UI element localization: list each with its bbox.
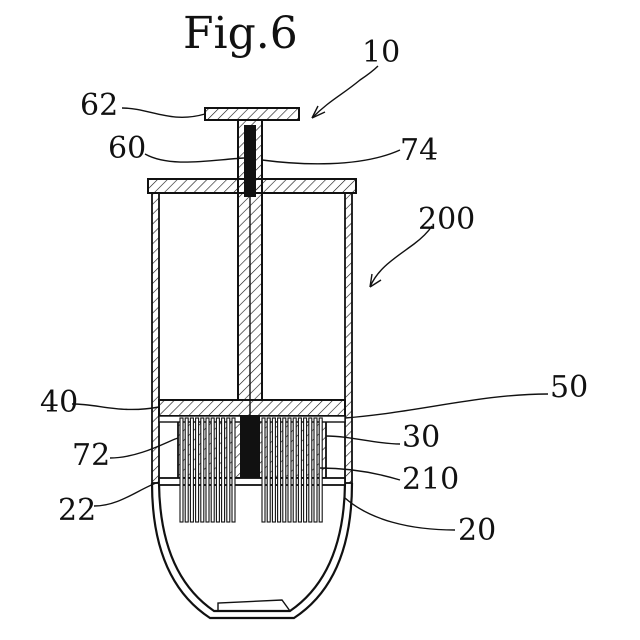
label-10: 10 <box>362 35 400 70</box>
figure-title: Fig.6 <box>183 8 298 59</box>
bristle <box>227 418 230 522</box>
left-wall <box>152 193 159 483</box>
plunger-cap <box>205 108 299 120</box>
label-74: 74 <box>400 133 438 168</box>
bristle <box>304 418 307 522</box>
bristle <box>293 418 296 522</box>
bristle <box>262 418 265 522</box>
bristle <box>201 418 204 522</box>
right-wall <box>345 193 352 483</box>
label-40: 40 <box>40 385 78 420</box>
bristle <box>211 418 214 522</box>
bristle <box>232 418 235 522</box>
label-62: 62 <box>80 88 118 123</box>
label-200: 200 <box>418 202 475 237</box>
container-lid <box>148 179 356 193</box>
bristle <box>190 418 193 522</box>
label-60: 60 <box>108 131 146 166</box>
bristle <box>309 418 312 522</box>
bristle <box>206 418 209 522</box>
bristle <box>272 418 275 522</box>
bristle <box>196 418 199 522</box>
bristle <box>283 418 286 522</box>
bristle <box>222 418 225 522</box>
bristle <box>319 418 322 522</box>
bristle <box>288 418 291 522</box>
bristle <box>314 418 317 522</box>
label-72: 72 <box>72 438 110 473</box>
label-50: 50 <box>550 370 588 405</box>
label-30: 30 <box>402 420 440 455</box>
bristle <box>278 418 281 522</box>
bristle <box>216 418 219 522</box>
bristle <box>298 418 301 522</box>
bristle <box>267 418 270 522</box>
label-210: 210 <box>402 462 459 497</box>
bristle <box>185 418 188 522</box>
label-20: 20 <box>458 513 496 548</box>
piston-plate <box>159 400 345 416</box>
center-tube <box>240 416 260 478</box>
label-22: 22 <box>58 493 96 528</box>
bristle <box>180 418 183 522</box>
